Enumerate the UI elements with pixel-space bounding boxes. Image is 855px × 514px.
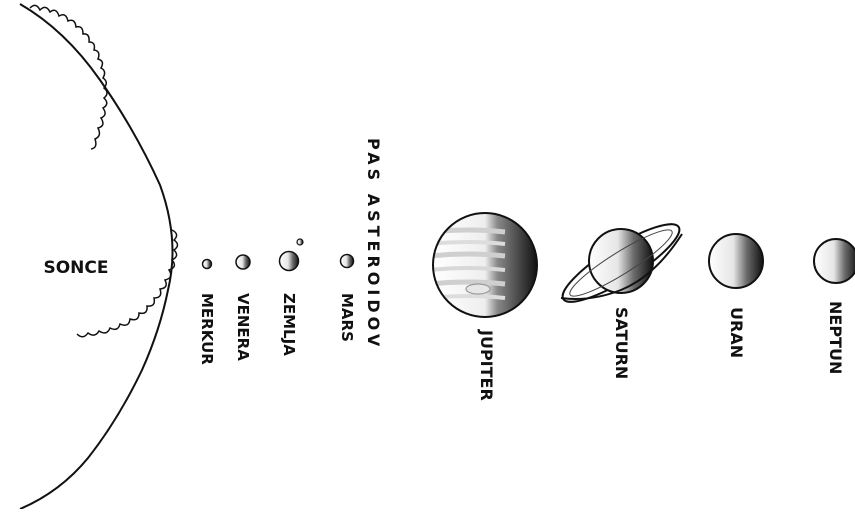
uran-body [709, 234, 763, 288]
planet-uran: URAN [709, 234, 763, 358]
venera-label: VENERA [234, 293, 252, 361]
sun-limb [20, 4, 173, 509]
planet-mars: MARS [338, 255, 356, 342]
merkur-label: MERKUR [198, 293, 216, 365]
sun-label: SONCE [43, 258, 108, 278]
asteroid-belt-label: PAS ASTEROIDOV [364, 138, 383, 350]
planet-neptun: NEPTUN [814, 239, 855, 374]
mars-label: MARS [338, 293, 356, 342]
planet-jupiter: JUPITER [430, 213, 537, 401]
neptun-label: NEPTUN [826, 301, 845, 374]
uran-label: URAN [727, 307, 746, 358]
saturn-label: SATURN [612, 307, 631, 379]
mars-body [341, 255, 354, 268]
planet-saturn: SATURN [554, 213, 687, 380]
neptun-body [814, 239, 855, 283]
zemlja-label: ZEMLJA [280, 293, 298, 356]
jupiter-label: JUPITER [477, 329, 496, 401]
moon [297, 239, 303, 245]
merkur-body [203, 260, 212, 269]
venera-body [236, 255, 250, 269]
planet-venera: VENERA [234, 255, 252, 361]
sun-corona-outer [30, 5, 178, 336]
great-red-spot [466, 284, 490, 294]
planet-merkur: MERKUR [198, 260, 216, 366]
sun: SONCE [20, 4, 178, 509]
planet-zemlja: ZEMLJA [280, 239, 304, 356]
zemlja-body [280, 252, 299, 271]
